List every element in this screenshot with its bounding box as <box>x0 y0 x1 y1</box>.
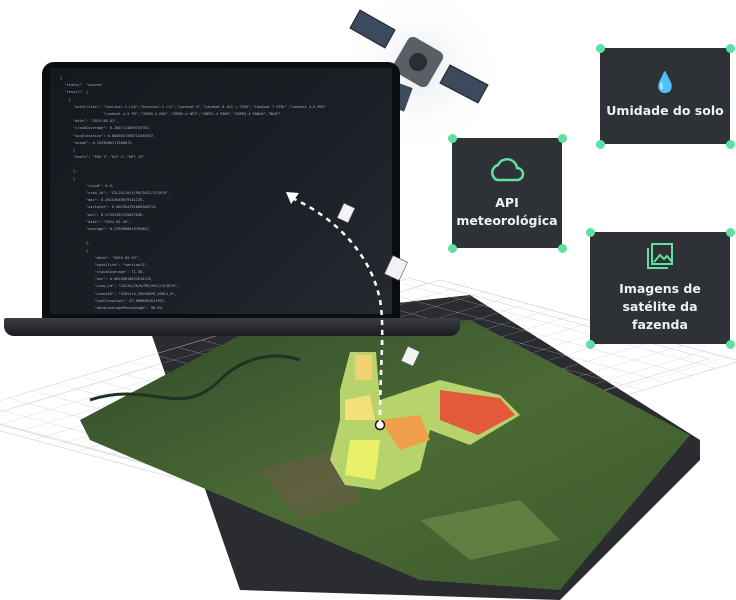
weather-api-card: API meteorológica <box>452 138 562 248</box>
code-line: "Landsat 4-5 TM","CBERS-4 MUX","CBERS-4 … <box>60 111 281 116</box>
weather-api-label: API meteorológica <box>456 195 558 228</box>
code-line: } <box>60 147 76 152</box>
code-line: "result": [ <box>60 90 89 95</box>
code-line: "view_id": "S2L2A/20/V/PB/2021/2/26/0", <box>60 191 171 195</box>
code-line: "average": 0.2769608619765847, <box>60 226 151 231</box>
code-line: "satellite": "sentinel2", <box>60 262 149 267</box>
code-line: { <box>60 76 63 80</box>
cloud-icon <box>491 158 525 182</box>
code-line: "date": "2021-02-26", <box>60 219 132 224</box>
code-line: } <box>60 176 76 181</box>
code-line: "view_id": "S2L2A/20/K/PB/2021/3/26/0", <box>60 284 179 289</box>
soil-moisture-card: 💧 Umidade do solo <box>600 48 730 144</box>
code-line: } <box>60 248 89 253</box>
image-icon <box>647 243 673 269</box>
code-line: "cloud": 0.0, <box>60 183 115 188</box>
code-line: "satellites": "Sentinel-2 L2A","Sentinel… <box>60 104 327 109</box>
json-response-view: { "status": "succes" "result": [ { "sate… <box>50 68 392 314</box>
code-line: "max": 0.36153046979141135, <box>60 198 145 203</box>
code-line: "cloudCoverage": 0.2807113859726787, <box>60 126 151 131</box>
code-line: "date": "2025-06-01", <box>60 119 119 124</box>
code-line: {, <box>60 241 91 246</box>
code-line <box>60 160 382 167</box>
code-line: "cloudCoverage": 71.56, <box>60 270 145 275</box>
code-line: "date": "2025-05-29", <box>60 255 141 260</box>
code-line <box>60 232 382 239</box>
code-line: "sunElevation": 67.9868482017997, <box>60 298 167 303</box>
code-line: "status": "succes" <box>60 83 104 88</box>
farm-imagery-label: Imagens de satélite da fazenda <box>619 281 701 332</box>
code-line: "sceneID": "S2Btile_20190629_20KLJ_0", <box>60 291 177 296</box>
soil-moisture-label: Umidade do solo <box>606 103 724 118</box>
code-line: { <box>60 97 71 102</box>
satellite-icon <box>349 9 489 112</box>
soil-moisture-icon: 💧 <box>652 70 678 94</box>
code-line: "variance": 0.002354791808180714, <box>60 205 158 210</box>
code-line: "sec": 0.08109810621016132, <box>60 277 154 282</box>
farm-imagery-card: Imagens de satélite da fazenda <box>590 232 730 344</box>
farm-location-marker <box>374 419 386 431</box>
code-line: "sunElevation": 0.0803021598713445837, <box>60 133 156 138</box>
code-line: {, <box>60 169 78 174</box>
laptop-base <box>4 318 460 336</box>
code-line: "min": 0.37351287239627036, <box>60 212 145 217</box>
code-line: "tools": "PAX 1","GLP 2","WFI 15" <box>60 155 145 160</box>
code-line: "dataCoveragePercentage": 98.95, <box>60 306 164 310</box>
code-line: "shape": 0.1543086171560075, <box>60 140 134 145</box>
